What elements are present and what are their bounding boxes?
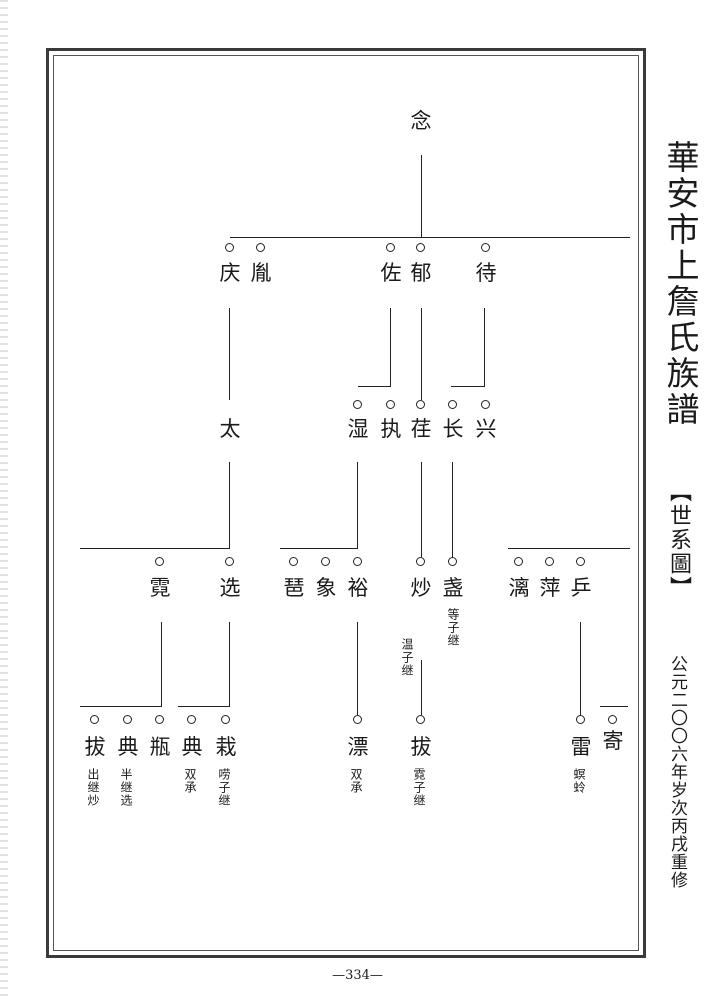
line-xuan-down [229,622,230,706]
line-nian-down [421,155,422,237]
line-yu-ren [421,308,422,400]
circle-ba2 [416,715,425,724]
line-ni-down [161,622,162,706]
circle-hu [256,243,265,252]
page-frame-inner [53,55,639,951]
name-xuan: 选 [219,576,241,600]
note-piao: 双承 [349,768,363,794]
line-tai-bar [80,548,230,549]
circle-ji [608,715,617,724]
name-ba2: 拔 [410,735,432,759]
line-qing-tai [229,308,230,400]
line-zuo-down [390,308,391,386]
line-ren-chao [421,462,422,557]
circle-dian2 [187,715,196,724]
line-shi-bar [280,548,358,549]
circle-shi [353,400,362,409]
line-tai-down [229,462,230,548]
name-xiang: 象 [315,576,337,600]
line-chao-ba [421,660,422,715]
circle-chang [448,400,457,409]
circle-ni [155,557,164,566]
line-chang-zhan [452,462,453,557]
line-xuan-bar [178,706,230,707]
circle-xing [481,400,490,409]
line-xing-bar [508,548,630,549]
name-ji: 寄 [602,729,624,753]
name-zai: 栽 [215,735,237,759]
name-hu: 胤 [250,261,272,285]
circle-qing [225,243,234,252]
name-dian: 典 [117,735,139,759]
line-zuo-bar [358,386,391,387]
circle-ba [90,715,99,724]
circle-yu [416,243,425,252]
name-zhan: 盏 [442,576,464,600]
name-ping: 萍 [539,576,561,600]
name-tai: 太 [219,417,241,441]
name-chao: 炒 [410,576,432,600]
note-lei: 螟蛉 [572,768,586,794]
book-title: 華安市上詹氏族譜 [661,140,700,428]
name-xing: 兴 [475,417,497,441]
line-gen2-bar [230,237,630,238]
circle-lei [576,715,585,724]
section-label: 【世系圖】 [666,480,691,600]
line-ni-bar [80,706,162,707]
line-dai-bar [451,386,485,387]
circle-ping2 [576,557,585,566]
name-dai: 待 [475,261,497,285]
name-pi: 琶 [283,576,305,600]
name-piao: 漂 [347,735,369,759]
circle-li [514,557,523,566]
circle-ping5 [155,715,164,724]
name-ni: 霓 [149,576,171,600]
circle-ren [416,400,425,409]
circle-ping [545,557,554,566]
circle-dai [481,243,490,252]
note-ba: 出继炒 [86,768,100,807]
name-nian: 念 [410,109,432,133]
name-qing: 庆 [219,261,241,285]
revision-date: 公元二〇〇六年岁次丙戌重修 [667,655,687,889]
name-yu4: 裕 [347,576,369,600]
name-ping2: 乒 [570,576,592,600]
note-chao: 温子继 [400,638,414,677]
line-dai-down [484,308,485,386]
circle-zuo [386,243,395,252]
note-zhan: 等子继 [446,608,460,647]
line-yu-piao [357,622,358,715]
line-shi-down [357,462,358,548]
circle-zai [221,715,230,724]
circle-zhan [448,557,457,566]
line-ping2-lei [580,622,581,715]
circle-pi [289,557,298,566]
name-li: 漓 [508,576,530,600]
circle-xiang [321,557,330,566]
note-dian: 半继选 [119,768,133,807]
name-lei: 雷 [570,735,592,759]
circle-chao [416,557,425,566]
circle-yu4 [353,557,362,566]
name-ba: 拔 [84,735,106,759]
note-zai: 唠子继 [217,768,231,807]
circle-xuan [225,557,234,566]
page-number: —334— [332,968,383,983]
name-shi: 湿 [347,417,369,441]
line-ji-bar [600,706,628,707]
name-yu: 郁 [410,261,432,285]
note-ba2: 霓子继 [412,768,426,807]
name-chang: 长 [442,417,464,441]
circle-piao [353,715,362,724]
circle-zhi [386,400,395,409]
page-edge-shadow [0,0,8,1000]
circle-dian [123,715,132,724]
note-dian2: 双承 [183,768,197,794]
name-zhi: 执 [380,417,402,441]
name-ping5: 瓶 [149,735,171,759]
page-frame-outer [46,48,646,958]
name-ren: 荏 [410,417,432,441]
name-zuo: 佐 [380,261,402,285]
name-dian2: 典 [181,735,203,759]
